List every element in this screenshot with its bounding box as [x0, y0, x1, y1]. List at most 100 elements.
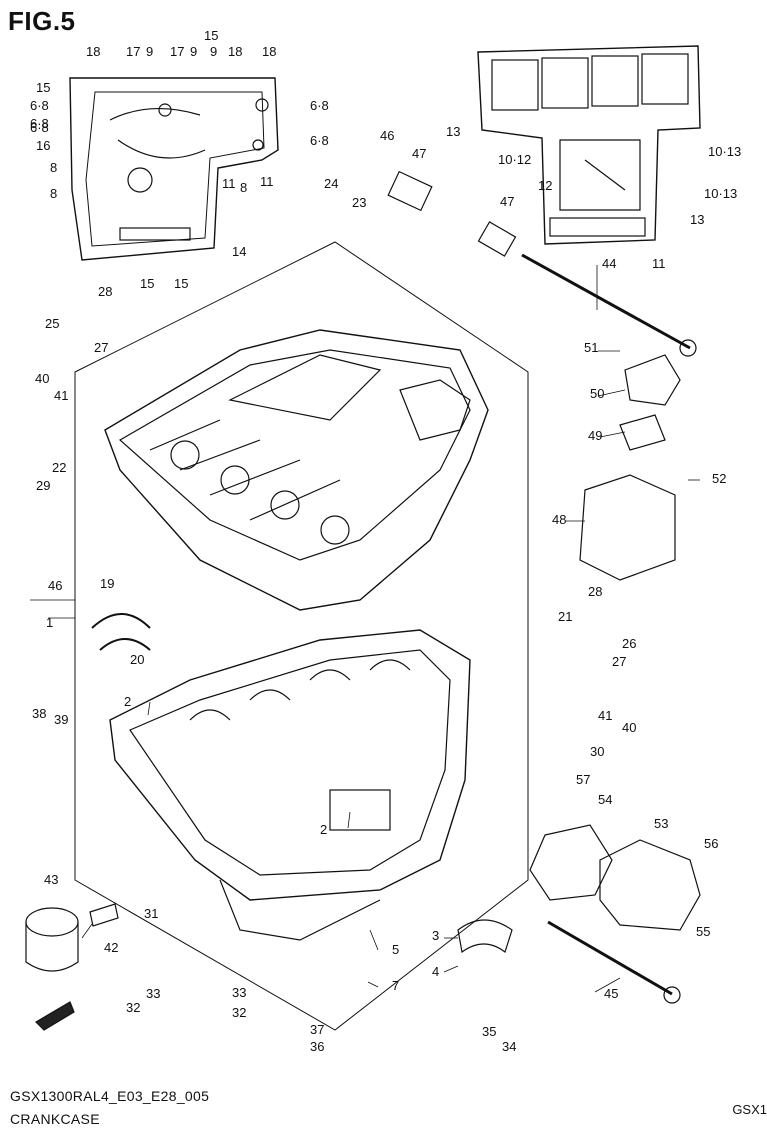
callout-label: 41: [54, 388, 68, 403]
callout-label: 6·8: [30, 116, 49, 131]
callout-label: 2: [124, 694, 131, 709]
callout-label: 45: [604, 986, 618, 1001]
callout-label: 33: [232, 985, 246, 1000]
callout-label: 12: [538, 178, 552, 193]
callout-label: 36: [310, 1039, 324, 1054]
callout-label: 20: [130, 652, 144, 667]
callout-label: 8: [50, 160, 57, 175]
callout-label: 17: [126, 44, 140, 59]
callout-label: 11: [260, 174, 274, 189]
leader-lines: [30, 265, 700, 993]
callout-label: 49: [588, 428, 602, 443]
bottom-view-crankcase-right: [477, 45, 701, 245]
callout-label: 9: [146, 44, 153, 59]
callout-label: 14: [232, 244, 246, 259]
callout-label: 46: [380, 128, 394, 143]
callout-label: 50: [590, 386, 604, 401]
callout-label: 42: [104, 940, 118, 955]
callout-label: 38: [32, 706, 46, 721]
callout-label: 10·13: [708, 144, 741, 159]
callout-label: 26: [622, 636, 636, 651]
callout-label: 23: [352, 195, 366, 210]
footer-model-code: GSX1300RAL4_E03_E28_005: [10, 1088, 210, 1104]
callout-label: 51: [584, 340, 598, 355]
callout-label: 13: [446, 124, 460, 139]
callout-label: 11: [222, 176, 236, 191]
callout-label: 18: [86, 44, 100, 59]
callout-label: 43: [44, 872, 58, 887]
callout-label: 2: [320, 822, 327, 837]
callout-label: 32: [126, 1000, 140, 1015]
callout-label: 7: [392, 978, 399, 993]
callout-label: 22: [52, 460, 66, 475]
footer-assembly-name: CRANKCASE: [10, 1111, 100, 1127]
callout-label: 5: [392, 942, 399, 957]
callout-label: 8: [50, 186, 57, 201]
lower-crankcase: [109, 629, 471, 941]
callout-label: 19: [100, 576, 114, 591]
callout-label: 6·8: [30, 98, 49, 113]
callout-label: 6·8: [30, 120, 49, 135]
oil-filter: [25, 903, 119, 972]
callout-label: 29: [36, 478, 50, 493]
callout-label: 44: [602, 256, 616, 271]
callout-label: 16: [36, 138, 50, 153]
callout-label: 54: [598, 792, 612, 807]
bearing-shells: [91, 613, 513, 954]
upper-crankcase: [104, 329, 489, 611]
callout-label: 47: [412, 146, 426, 161]
callout-label: 10·12: [498, 152, 531, 167]
callout-label: 3: [432, 928, 439, 943]
long-bolts: [387, 170, 697, 1004]
callout-label: 18: [262, 44, 276, 59]
callout-label: 6·8: [310, 133, 329, 148]
top-view-crankcase-left: [69, 77, 279, 261]
callout-label: 8: [240, 180, 247, 195]
callout-label: 27: [612, 654, 626, 669]
callout-label: 57: [576, 772, 590, 787]
figure-title: FIG.5: [8, 6, 76, 36]
callout-label: 25: [45, 316, 59, 331]
callout-label: 10·13: [704, 186, 737, 201]
callout-label: 27: [94, 340, 108, 355]
callout-label: 32: [232, 1005, 246, 1020]
callout-label: 40: [622, 720, 636, 735]
footer-corner-text: GSX1: [732, 1102, 767, 1117]
callout-label: 31: [144, 906, 158, 921]
callout-label: 35: [482, 1024, 496, 1039]
callout-label: 15: [36, 80, 50, 95]
callout-label: 40: [35, 371, 49, 386]
callout-label: 17: [170, 44, 184, 59]
callout-label: 9: [210, 44, 217, 59]
callout-label: 41: [598, 708, 612, 723]
callout-label: 48: [552, 512, 566, 527]
callout-label: 52: [712, 471, 726, 486]
callout-label: 15: [204, 28, 218, 43]
callout-label: 15: [174, 276, 188, 291]
callout-label: 28: [588, 584, 602, 599]
callout-label: 34: [502, 1039, 516, 1054]
callout-label: 47: [500, 194, 514, 209]
callout-label: 1: [46, 615, 53, 630]
callout-label: 33: [146, 986, 160, 1001]
callout-label: 53: [654, 816, 668, 831]
callout-label: 46: [48, 578, 62, 593]
callout-label: 24: [324, 176, 338, 191]
callout-label: 9: [190, 44, 197, 59]
callout-label: 6·8: [310, 98, 329, 113]
callout-label: 18: [228, 44, 242, 59]
callout-label: 30: [590, 744, 604, 759]
callout-label: 11: [652, 256, 666, 271]
assembly-frame-outline: [74, 241, 529, 1031]
callout-label: 55: [696, 924, 710, 939]
callout-label: 13: [690, 212, 704, 227]
callout-label: 28: [98, 284, 112, 299]
callout-label: 56: [704, 836, 718, 851]
callout-label: 15: [140, 276, 154, 291]
callout-label: 37: [310, 1022, 324, 1037]
fwd-arrow: [35, 1001, 75, 1031]
callout-label: 21: [558, 609, 572, 624]
cover-parts-right: [529, 354, 701, 931]
